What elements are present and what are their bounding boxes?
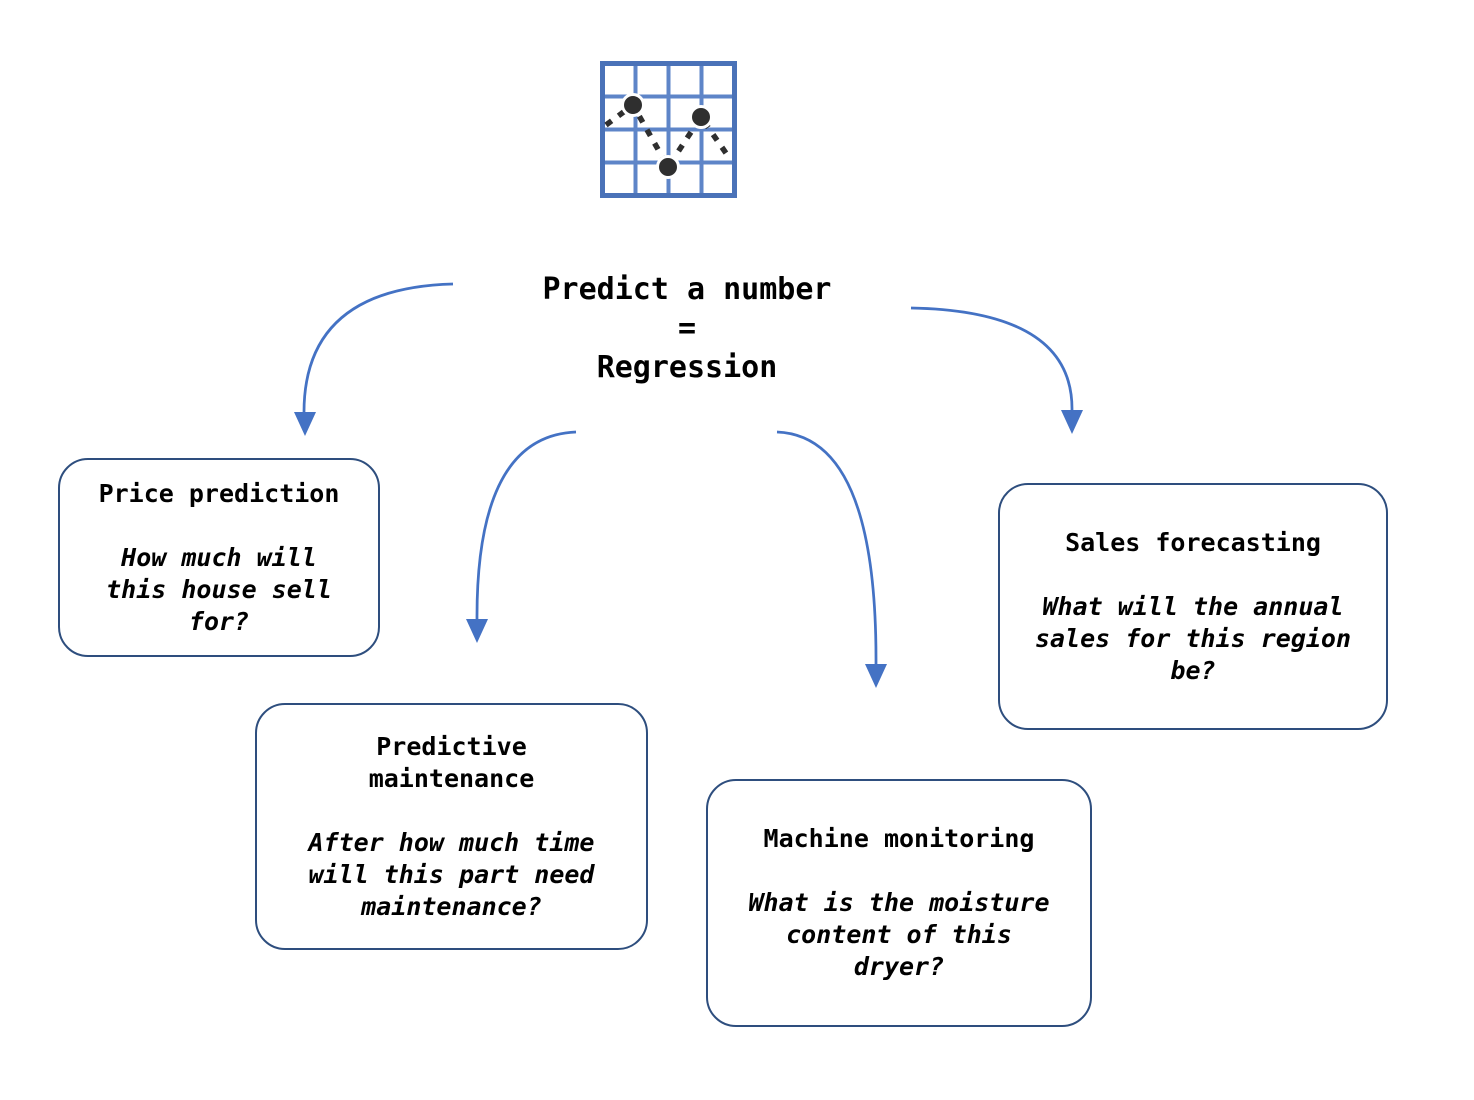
node-title: Predictive maintenance <box>368 731 535 793</box>
node-predictive-maintenance: Predictive maintenance After how much ti… <box>255 703 648 950</box>
icon-data-points <box>621 93 713 179</box>
arrow-to-price-prediction <box>294 282 454 436</box>
node-price-prediction: Price prediction How much will this hous… <box>58 458 380 657</box>
node-title: Sales forecasting <box>1065 527 1321 557</box>
node-title: Machine monitoring <box>763 824 1035 853</box>
scatter-line-chart-icon <box>600 61 737 198</box>
node-machine-monitoring: Machine monitoring What is the moisture … <box>706 779 1092 1027</box>
root-label: Predict a number = Regression <box>542 272 832 385</box>
arrow-to-predictive-maintenance <box>466 430 577 643</box>
node-sales-forecasting: Sales forecasting What will the annual s… <box>998 483 1388 730</box>
node-title: Price prediction <box>98 478 340 508</box>
node-question: After how much time will this part need … <box>308 827 595 921</box>
node-question: What is the moisture content of this dry… <box>748 888 1050 981</box>
node-question: How much will this house sell for? <box>106 542 332 636</box>
arrow-to-machine-monitoring <box>776 430 887 688</box>
node-question: What will the annual sales for this regi… <box>1034 591 1352 685</box>
